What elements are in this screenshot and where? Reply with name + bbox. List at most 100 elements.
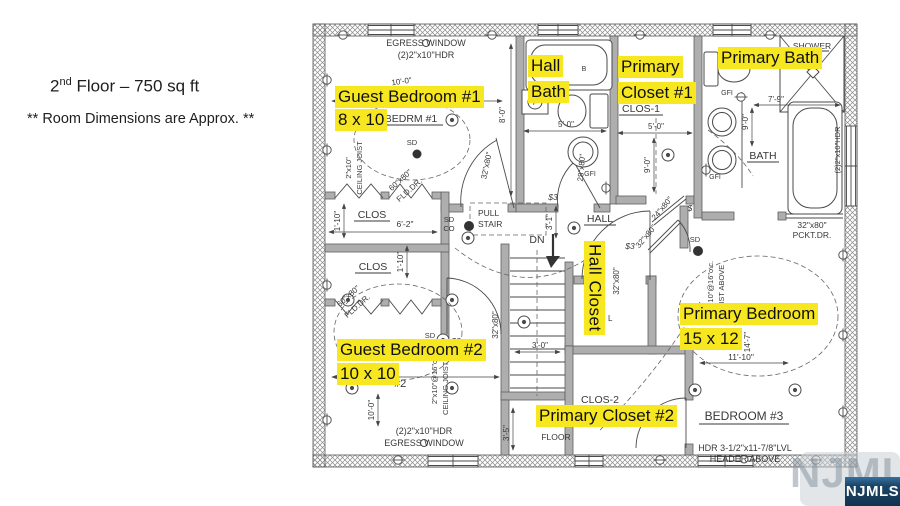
- hall-label: HALL: [587, 213, 613, 225]
- svg-text:JOIST ABOVE: JOIST ABOVE: [717, 265, 726, 314]
- svg-text:3'-5": 3'-5": [502, 425, 511, 441]
- label-hall-closet: Hall Closet: [584, 241, 605, 335]
- floor-title: 2nd Floor – 750 sq ft: [50, 76, 199, 97]
- shower-label: SHOWER: [793, 41, 831, 51]
- closet1-door: [651, 195, 687, 226]
- clos2-label: CLOS-2: [581, 394, 619, 406]
- hall-bath-sink: [567, 136, 599, 168]
- dn-arrow: [546, 256, 560, 268]
- window: [844, 125, 858, 207]
- staircase: [510, 234, 565, 396]
- svg-text:5'-0": 5'-0": [648, 122, 664, 131]
- floor-title-text: Floor – 750 sq ft: [71, 76, 200, 96]
- svg-text:7'-9": 7'-9": [768, 95, 784, 104]
- primary-bath-tub: [787, 101, 843, 215]
- bedroom2-door: [446, 277, 502, 335]
- bath-label: BATH: [749, 150, 776, 162]
- hall-closet-door: [581, 210, 651, 280]
- svg-text:SD: SD: [425, 331, 436, 340]
- njmls-badge: NJMLS: [845, 477, 900, 506]
- svg-text:CO: CO: [443, 224, 454, 233]
- bedroom3-hall-door: [647, 219, 691, 254]
- label-primary-closet-2: Primary Closet #2: [536, 405, 678, 428]
- smoke-detectors: [412, 149, 703, 256]
- svg-text:5'-0": 5'-0": [558, 120, 574, 129]
- label-hall-bath-line1: Hall: [528, 55, 564, 78]
- pull-stair-label: PULL: [478, 208, 500, 218]
- dn-label: DN: [529, 234, 544, 246]
- primary-bath-sinks: [707, 107, 737, 175]
- svg-text:PCKT.DR.: PCKT.DR.: [793, 230, 832, 240]
- svg-text:32"x80": 32"x80": [491, 311, 500, 339]
- interior-walls: [324, 35, 843, 456]
- svg-text:CEILING JOIST: CEILING JOIST: [355, 141, 364, 195]
- svg-text:(2)2"x10"HDR: (2)2"x10"HDR: [833, 126, 842, 174]
- floor-label: FLOOR: [541, 432, 570, 442]
- hall-bath-door: [556, 161, 601, 209]
- header-note-bottom: (2)2"x10"HDR: [396, 426, 453, 436]
- svg-text:GFI: GFI: [721, 90, 733, 97]
- label-guest-bedroom-1-size: 8 x 10: [335, 109, 388, 132]
- window: [574, 454, 604, 468]
- svg-text:24"x80": 24"x80": [650, 195, 675, 222]
- svg-text:10'-0": 10'-0": [367, 400, 376, 421]
- svg-text:SD: SD: [444, 215, 455, 224]
- label-guest-bedroom-2-size: 10 x 10: [337, 363, 399, 386]
- electrical-symbols: [322, 30, 848, 465]
- floor-title-ordinal: nd: [59, 76, 72, 88]
- svg-text:CEILING JOIST ABV: CEILING JOIST ABV: [441, 345, 450, 415]
- pocket-door-label: 32"x80": [797, 220, 826, 230]
- window: [367, 23, 415, 37]
- label-primary-bedroom: Primary Bedroom: [680, 303, 819, 326]
- label-primary-closet-1-line2: Closet #1: [618, 82, 696, 105]
- svg-text:10'-0": 10'-0": [391, 76, 413, 88]
- svg-text:8'-0": 8'-0": [498, 107, 507, 123]
- egress-window-note-bottom: EGRESS WINDOW: [384, 438, 464, 448]
- header-lvl-note: HDR 3-1/2"x11-7/8"LVL: [698, 443, 792, 453]
- window: [712, 23, 752, 37]
- svg-text:SD: SD: [407, 138, 418, 147]
- label-primary-bath: Primary Bath: [718, 47, 823, 70]
- svg-text:9'-0": 9'-0": [741, 114, 750, 130]
- svg-text:$3: $3: [624, 241, 635, 251]
- clos1-label: CLOS-1: [622, 103, 660, 115]
- svg-text:HEADER ABOVE: HEADER ABOVE: [710, 454, 781, 464]
- svg-text:2"x10"@16"o.c.: 2"x10"@16"o.c.: [430, 352, 439, 404]
- window: [427, 454, 479, 468]
- svg-text:STAIR: STAIR: [478, 219, 502, 229]
- svg-text:2"x10"@16"o.c.: 2"x10"@16"o.c.: [706, 261, 715, 313]
- svg-text:14'-7": 14'-7": [743, 332, 752, 353]
- dimension-lines: [328, 43, 841, 451]
- label-primary-bedroom-size: 15 x 12: [680, 328, 742, 351]
- fan-label: F: [533, 100, 537, 107]
- svg-text:32"x80": 32"x80": [479, 151, 494, 180]
- svg-text:32"x80": 32"x80": [612, 267, 621, 295]
- window: [697, 454, 754, 468]
- pull-stair-hatch: [469, 202, 547, 236]
- bifold-doors: [334, 183, 433, 315]
- svg-text:1'-10": 1'-10": [333, 211, 342, 232]
- svg-text:11'-10": 11'-10": [728, 352, 754, 362]
- svg-text:3'-0": 3'-0": [532, 341, 548, 350]
- bedroom3-label: BEDROOM #3: [705, 409, 784, 423]
- bedrm1-label: BEDRM #1: [385, 113, 438, 125]
- svg-text:6'-2": 6'-2": [397, 219, 414, 229]
- closet-label-2: CLOS: [359, 261, 388, 273]
- label-guest-bedroom-1: Guest Bedroom #1: [335, 86, 484, 109]
- svg-text:32"x80": 32"x80": [634, 223, 659, 250]
- header-note-top: (2)2"x10"HDR: [398, 50, 455, 60]
- window: [537, 23, 579, 37]
- label-hall-bath-line2: Bath: [528, 81, 569, 104]
- svg-text:SD: SD: [690, 235, 701, 244]
- svg-text:2"x10": 2"x10": [344, 157, 353, 179]
- label-primary-closet-1-line1: Primary: [618, 56, 683, 79]
- egress-window-note-top: EGRESS WINDOW: [386, 38, 466, 48]
- windows: [367, 23, 858, 468]
- svg-text:9'-0": 9'-0": [643, 157, 652, 173]
- floor-title-number: 2: [50, 76, 60, 96]
- dimensions-disclaimer: ** Room Dimensions are Approx. **: [27, 111, 255, 127]
- svg-text:B: B: [582, 66, 587, 73]
- svg-text:28"x80": 28"x80": [576, 154, 587, 182]
